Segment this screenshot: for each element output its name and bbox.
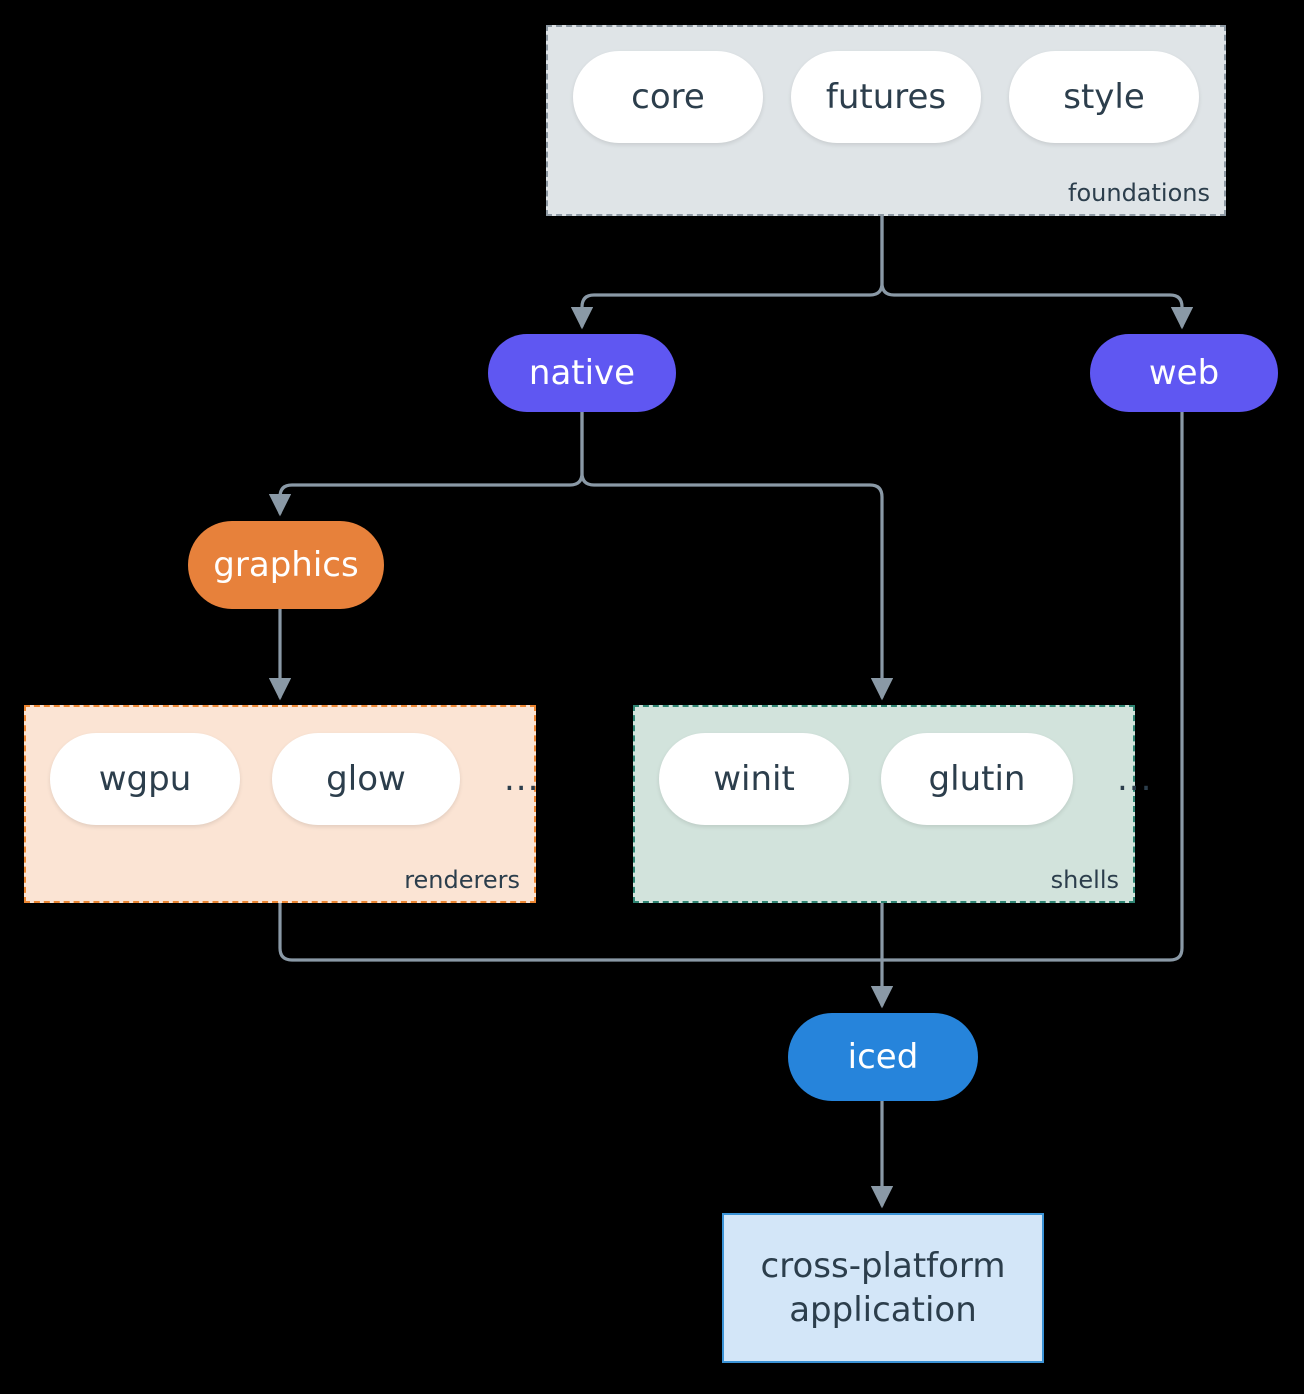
pill-glow[interactable]: glow	[272, 733, 460, 825]
edge-foundations-native	[570, 214, 884, 330]
cluster-foundations-label: foundations	[1068, 178, 1210, 207]
node-application[interactable]: cross-platform application	[722, 1213, 1044, 1363]
cluster-foundations: core futures style foundations	[546, 25, 1226, 216]
cluster-renderers: wgpu glow ... renderers	[24, 705, 539, 903]
renderers-ellipsis: ...	[504, 759, 540, 799]
pill-winit[interactable]: winit	[659, 733, 849, 825]
pill-futures[interactable]: futures	[791, 51, 981, 143]
node-graphics[interactable]: graphics	[188, 521, 384, 609]
cluster-shells: winit glutin ... shells	[633, 705, 1151, 903]
node-web[interactable]: web	[1090, 334, 1278, 412]
cluster-foundations-items: core futures style	[573, 51, 1199, 143]
shells-ellipsis: ...	[1117, 759, 1153, 799]
pill-core[interactable]: core	[573, 51, 763, 143]
node-iced[interactable]: iced	[788, 1013, 978, 1101]
cluster-renderers-label: renderers	[404, 865, 520, 894]
edge-native-shells	[580, 410, 894, 701]
pill-glutin[interactable]: glutin	[881, 733, 1073, 825]
edge-foundations-web	[880, 214, 1194, 330]
pill-style[interactable]: style	[1009, 51, 1199, 143]
edge-renderers-iced	[278, 901, 884, 962]
cluster-shells-items: winit glutin ...	[659, 733, 1152, 825]
cluster-shells-label: shells	[1050, 865, 1119, 894]
edge-native-graphics	[268, 410, 584, 517]
node-native[interactable]: native	[488, 334, 676, 412]
application-line-2: application	[789, 1290, 977, 1330]
cluster-renderers-items: wgpu glow ...	[50, 733, 539, 825]
application-line-1: cross-platform	[760, 1245, 1006, 1286]
pill-wgpu[interactable]: wgpu	[50, 733, 240, 825]
